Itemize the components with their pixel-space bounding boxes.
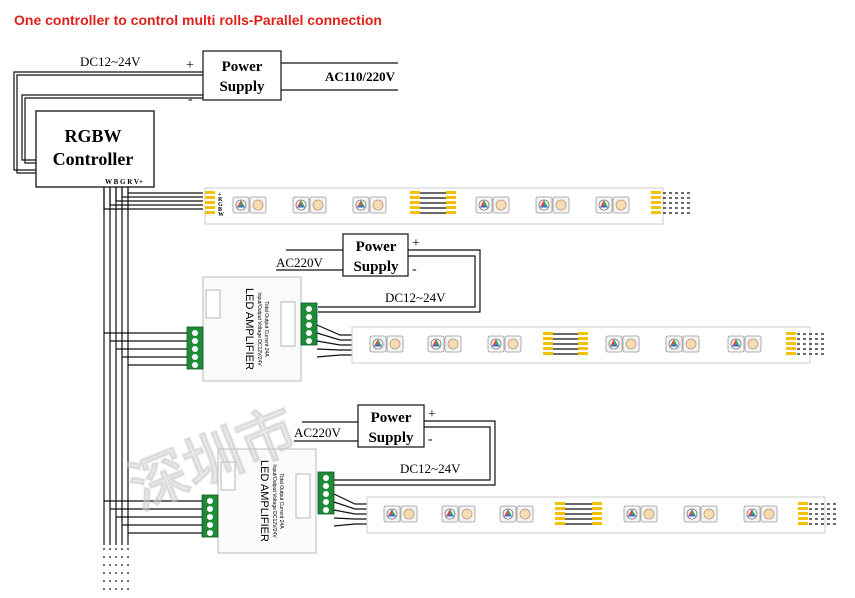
led-strip-2 (351, 326, 824, 364)
signal-bus (103, 187, 129, 545)
dc-output-label-3: DC12~24V (400, 461, 461, 476)
minus-label-1: - (188, 92, 193, 107)
ac-input-label-3: AC220V (294, 425, 342, 440)
amplifier-2-spec1: Input/Output Voltage DC12V/24V (271, 464, 277, 538)
amplifier-1-spec1: Input/Output Voltage DC12V/24V (256, 292, 262, 366)
controller-line1: RGBW (64, 126, 121, 146)
power-supply-2: Power Supply (342, 233, 409, 277)
power-supply-3: Power Supply (357, 404, 425, 448)
amplifier-1-title: LED AMPLIFIER (243, 288, 255, 370)
diagram-title: One controller to control multi rolls-Pa… (14, 12, 382, 28)
power-supply-1-line1: Power (222, 59, 263, 75)
amplifier-1-spec2: Total Output Current 24A (263, 301, 269, 357)
led-amplifier-1: LED AMPLIFIER Input/Output Voltage DC12V… (186, 276, 318, 382)
minus-label-2: - (412, 262, 417, 277)
power-supply-1-line2: Supply (219, 79, 265, 95)
plus-label-2: + (412, 236, 420, 251)
controller-line2: Controller (53, 149, 134, 169)
power-supply-1: Power Supply (202, 50, 282, 101)
plus-label-3: + (428, 407, 436, 422)
rgbw-controller: RGBW Controller W B G R V+ (35, 110, 155, 188)
ac-input-label-1: AC110/220V (325, 69, 396, 84)
dc-output-label-2: DC12~24V (385, 290, 446, 305)
bus-continuation (103, 548, 129, 592)
led-strip-3 (366, 496, 838, 534)
led-amplifier-2: LED AMPLIFIER Input/Output Voltage DC12V… (201, 448, 335, 554)
power-supply-3-line2: Supply (368, 430, 414, 446)
power-supply-2-line2: Supply (353, 259, 399, 275)
ac-input-label-2: AC220V (276, 255, 324, 270)
power-supply-2-line1: Power (356, 239, 397, 255)
amplifier-2-spec2: Total Output Current 24A (278, 473, 284, 529)
minus-label-3: - (428, 432, 433, 447)
controller-pins: W B G R V+ (105, 178, 143, 186)
amplifier-2-title: LED AMPLIFIER (258, 460, 270, 542)
plus-label-1: + (186, 58, 194, 73)
led-strip-1: + R G B W (204, 187, 690, 225)
strip1-pin-labels: + R G B W (218, 192, 224, 218)
dc-output-label-1: DC12~24V (80, 54, 141, 69)
power-supply-3-line1: Power (371, 410, 412, 426)
